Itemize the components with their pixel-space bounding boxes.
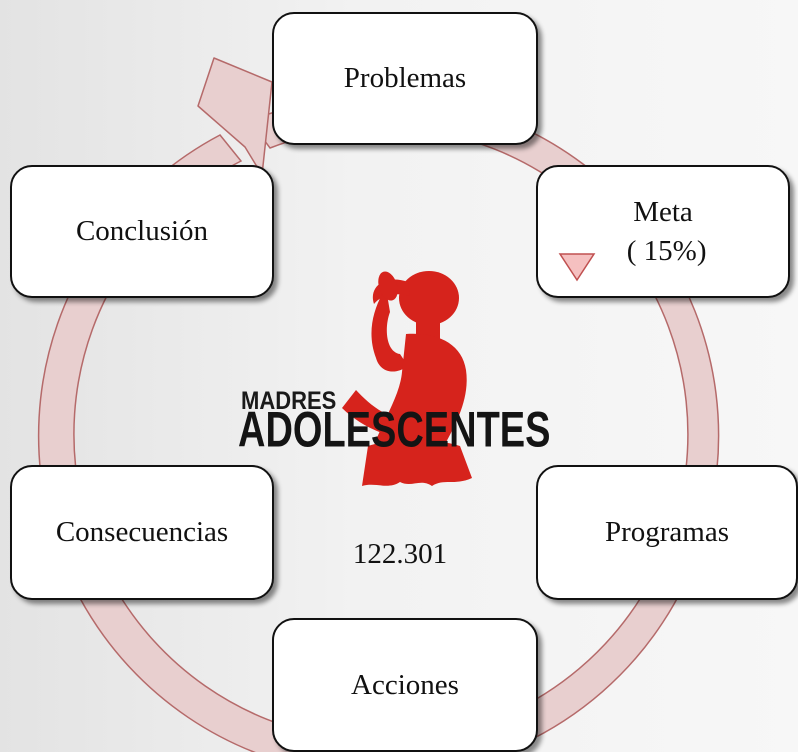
node-problemas: Problemas xyxy=(272,12,538,145)
logo-text-adolescentes: ADOLESCENTES xyxy=(238,403,551,459)
madres-adolescentes-logo xyxy=(342,271,472,486)
node-label: Consecuencias xyxy=(55,516,229,548)
node-label: Conclusión xyxy=(75,215,209,247)
node-label: Meta xyxy=(633,195,693,228)
node-programas: Programas xyxy=(536,465,798,600)
node-label: Programas xyxy=(604,516,730,548)
cycle-arrow-head xyxy=(197,57,273,176)
logo-text-madres: MADRES xyxy=(241,386,337,415)
node-conclusion: Conclusión xyxy=(10,165,274,298)
node-label: Acciones xyxy=(351,668,459,701)
node-meta: Meta ( 15%) xyxy=(536,165,790,298)
node-acciones: Acciones xyxy=(272,618,538,752)
down-triangle-icon xyxy=(558,253,596,282)
node-label: Problemas xyxy=(343,62,467,94)
center-value: 122.301 xyxy=(352,538,448,570)
silhouette-figure-icon xyxy=(342,271,472,486)
node-consecuencias: Consecuencias xyxy=(10,465,274,600)
meta-percentage: ( 15%) xyxy=(619,234,707,267)
